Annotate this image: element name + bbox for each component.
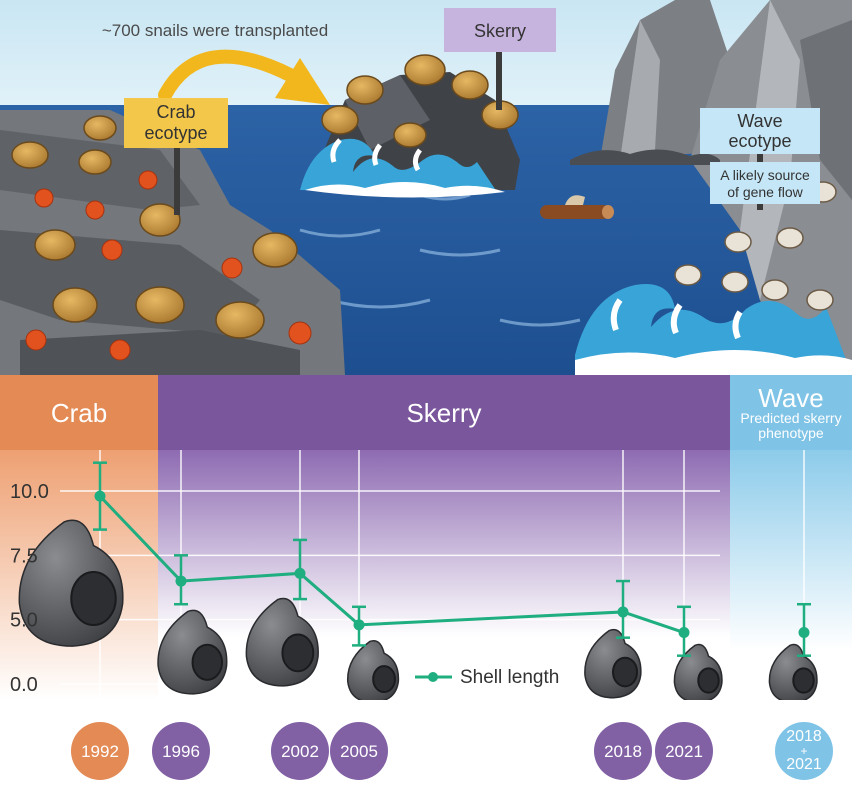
series-line: [98, 495, 685, 634]
sea-ripples: [299, 193, 581, 327]
snail-shell-icon: [584, 628, 642, 699]
legend-label: Shell length: [460, 667, 559, 688]
transplant-note: ~700 snails were transplanted: [102, 21, 328, 40]
sign-wave-ecotype: Wave ecotype A likely source of gene flo…: [700, 108, 820, 210]
data-marker: [294, 567, 306, 579]
crabs: [25, 170, 312, 361]
year-2018: 2018: [594, 722, 652, 780]
sign-skerry: Skerry: [444, 8, 556, 110]
plot-bg-skerry: [158, 450, 730, 700]
data-point-2018-2021: [797, 602, 811, 657]
sign-gene-flow-line2: of gene flow: [727, 184, 803, 200]
year-2021: 2021: [655, 722, 713, 780]
sign-wave-line1: Wave: [737, 111, 782, 131]
band-wave-sub-line1: Predicted skerry: [740, 409, 842, 426]
wave-year-plus: +: [800, 744, 808, 758]
year-timeline: 1992 1996 2002 2005 2018 2021 2018 + 202…: [0, 700, 852, 800]
wave-year-end: 2021: [786, 756, 822, 773]
y-tick-label: 10.0: [10, 481, 49, 503]
shell-length-chart: 10.0 7.5 5.0 0.0 Shell length: [0, 450, 852, 700]
crab-rock-snails: [11, 115, 298, 339]
band-crab: Crab: [0, 375, 158, 450]
sign-skerry-label: Skerry: [474, 21, 526, 41]
data-point-2018: [616, 579, 630, 639]
year-2002: 2002: [271, 722, 329, 780]
data-marker: [353, 619, 365, 631]
data-point-1996: [174, 554, 188, 606]
snail-shell-icon: [245, 597, 319, 687]
legend: Shell length: [415, 667, 559, 688]
floating-log-icon: [540, 195, 614, 219]
ecotype-bands: Crab Skerry Wave Predicted skerry phenot…: [0, 375, 852, 450]
snail-shell-icon: [157, 609, 228, 695]
sign-crab-line1: Crab: [156, 102, 195, 122]
data-markers: [93, 461, 811, 657]
year-2005: 2005: [330, 722, 388, 780]
data-point-2005: [352, 605, 366, 647]
legend-marker-icon: [428, 672, 438, 682]
transplant-arrowhead-icon: [275, 58, 330, 105]
band-wave-label: Wave: [758, 382, 824, 413]
data-marker: [94, 490, 106, 502]
band-skerry-label: Skerry: [406, 397, 482, 428]
data-point-2002: [293, 538, 307, 601]
band-wave-sub-line2: phenotype: [758, 424, 824, 441]
sign-wave-line2: ecotype: [728, 131, 791, 151]
year-2018-2021: 2018 + 2021: [775, 722, 833, 780]
shell-length-line: [98, 495, 685, 634]
snail-shell-icon: [673, 643, 723, 700]
wave-year-start: 2018: [786, 728, 822, 745]
distant-rocks: [570, 149, 720, 165]
year-1992: 1992: [71, 722, 129, 780]
sign-gene-flow-line1: A likely source: [720, 167, 810, 183]
transplant-arrow-icon: [158, 49, 297, 102]
habitat-scene: ~700 snails were transplanted Crab ecoty…: [0, 0, 852, 375]
data-point-2021: [677, 605, 691, 657]
skerry-waves: [300, 138, 505, 198]
band-skerry: Skerry: [158, 375, 730, 450]
data-marker: [678, 627, 690, 639]
year-1996: 1996: [152, 722, 210, 780]
cliff-waves: [575, 284, 852, 375]
y-tick-label: 0.0: [10, 674, 38, 696]
skerry-snails: [321, 54, 519, 148]
data-marker: [617, 606, 629, 618]
y-tick-label: 7.5: [10, 545, 38, 567]
sign-crab-line2: ecotype: [144, 123, 207, 143]
data-marker: [798, 627, 810, 639]
band-crab-label: Crab: [50, 397, 108, 428]
y-tick-label: 5.0: [10, 610, 38, 632]
snail-shell-icon: [18, 519, 124, 647]
data-point-1992: [93, 461, 107, 531]
wave-cliffs: [600, 0, 852, 375]
snail-shell-icon: [347, 640, 400, 700]
band-wave: Wave Predicted skerry phenotype: [730, 375, 852, 450]
sign-crab-ecotype: Crab ecotype: [124, 98, 228, 215]
data-marker: [175, 575, 187, 587]
shell-illustrations: [18, 519, 818, 700]
y-tick-labels: 10.0 7.5 5.0 0.0: [10, 481, 49, 696]
snail-shell-icon: [768, 643, 818, 700]
